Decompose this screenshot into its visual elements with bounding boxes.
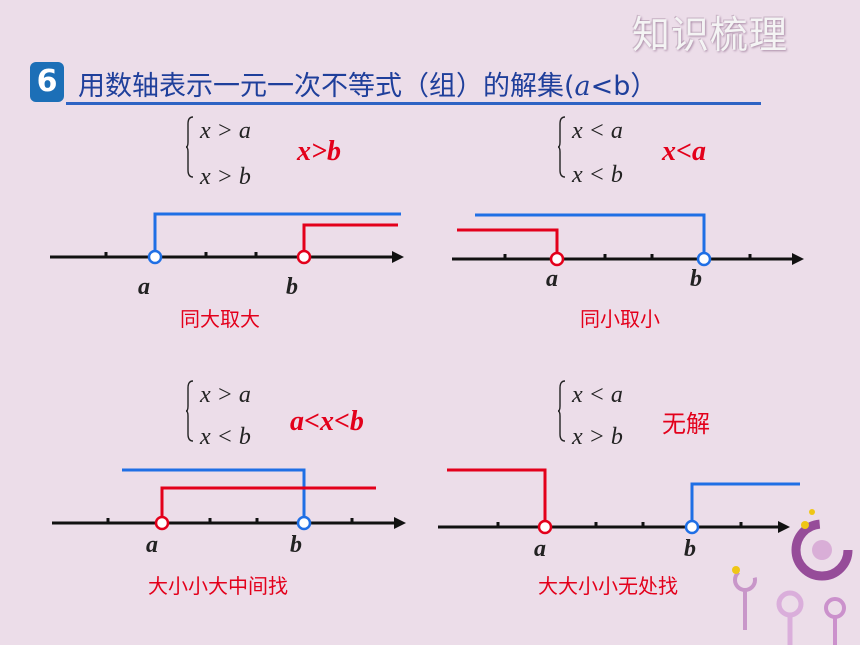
point-label-a: a bbox=[146, 532, 158, 558]
rule-text-2: 同小取小 bbox=[580, 307, 660, 331]
point-label-b: b bbox=[286, 274, 298, 300]
heading-variable: a bbox=[574, 71, 591, 102]
ray-x-greater-a bbox=[160, 486, 376, 523]
open-point-a bbox=[537, 519, 553, 535]
ray-x-less-a bbox=[457, 228, 559, 259]
rule-text-3: 大小小大中间找 bbox=[148, 574, 288, 598]
axis-arrow-icon bbox=[778, 521, 790, 533]
solution-set-2: x<a bbox=[662, 136, 706, 167]
heading-underline bbox=[66, 102, 761, 105]
inequality-line: x < a bbox=[572, 382, 623, 408]
point-label-a: a bbox=[534, 536, 546, 562]
inequality-line: x < b bbox=[200, 424, 251, 450]
ray-x-greater-b bbox=[690, 482, 800, 527]
slide-heading: 用数轴表示一元一次不等式（组）的解集(a<b） bbox=[78, 64, 657, 103]
open-point-b bbox=[296, 249, 312, 265]
brace-icon bbox=[186, 380, 194, 442]
open-point-a bbox=[154, 515, 170, 531]
number-line-4 bbox=[438, 468, 800, 535]
open-point-b bbox=[296, 515, 312, 531]
section-number-badge: 6 bbox=[30, 62, 64, 102]
open-point-b bbox=[684, 519, 700, 535]
number-line-2 bbox=[452, 213, 804, 267]
inequality-line: x > a bbox=[200, 382, 251, 408]
inequality-line: x < a bbox=[572, 118, 623, 144]
inequality-line: x > b bbox=[572, 424, 623, 450]
number-line-3 bbox=[52, 468, 406, 531]
heading-prefix: 用数轴表示一元一次不等式（组）的解集( bbox=[78, 71, 575, 102]
heading-suffix: <b） bbox=[590, 71, 658, 102]
point-label-a: a bbox=[546, 266, 558, 292]
brace-icon bbox=[186, 116, 194, 178]
brace-icon bbox=[558, 380, 566, 442]
open-point-a bbox=[147, 249, 163, 265]
point-label-b: b bbox=[690, 266, 702, 292]
point-label-a: a bbox=[138, 274, 150, 300]
section-title: 知识梳理 bbox=[632, 13, 789, 57]
open-point-b bbox=[696, 251, 712, 267]
rule-text-4: 大大小小无处找 bbox=[538, 574, 678, 598]
inequality-line: x < b bbox=[572, 162, 623, 188]
axis-arrow-icon bbox=[394, 517, 406, 529]
number-line-1 bbox=[50, 212, 404, 265]
open-point-a bbox=[549, 251, 565, 267]
inequality-line: x > a bbox=[200, 118, 251, 144]
axis-arrow-icon bbox=[792, 253, 804, 265]
inequality-line: x > b bbox=[200, 164, 251, 190]
solution-set-3: a<x<b bbox=[290, 406, 364, 437]
brace-icon bbox=[558, 116, 566, 178]
solution-set-4: 无解 bbox=[662, 410, 710, 438]
point-label-b: b bbox=[684, 536, 696, 562]
axis-arrow-icon bbox=[392, 251, 404, 263]
point-label-b: b bbox=[290, 532, 302, 558]
rule-text-1: 同大取大 bbox=[180, 307, 260, 331]
ray-x-greater-b bbox=[302, 223, 398, 257]
decorative-swirl-icon bbox=[732, 509, 853, 645]
solution-set-1: x>b bbox=[297, 136, 341, 167]
ray-x-less-a bbox=[447, 468, 547, 527]
ray-x-less-b bbox=[475, 213, 706, 259]
ray-x-greater-a bbox=[153, 212, 401, 257]
ray-x-less-b bbox=[122, 468, 306, 523]
